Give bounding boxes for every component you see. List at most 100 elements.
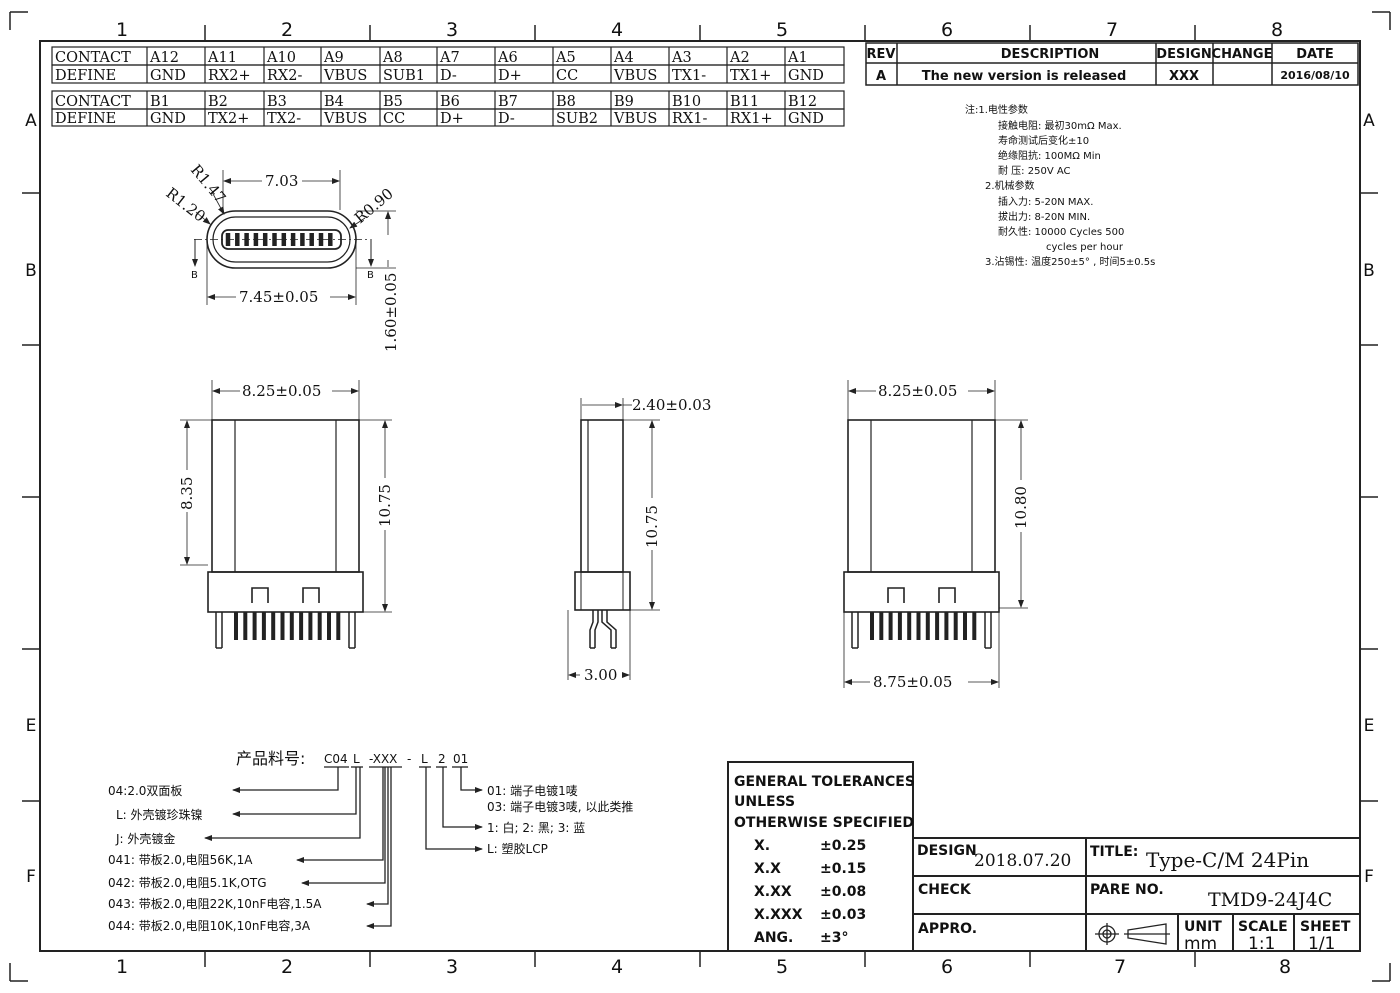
pin-table-cell: B9 bbox=[614, 94, 634, 110]
design-date: 2018.07.20 bbox=[974, 851, 1071, 871]
tol-value: ±0.15 bbox=[820, 861, 866, 877]
rev-cell: XXX bbox=[1169, 69, 1199, 84]
legend-left-item: 041: 带板2.0,电阻56K,1A bbox=[108, 853, 253, 867]
col-label-top: 6 bbox=[941, 19, 953, 41]
section-mark-right: B bbox=[367, 270, 374, 281]
pin-table-cell: D- bbox=[440, 68, 457, 84]
scale-label: SCALE bbox=[1238, 919, 1288, 935]
note-line: 拔出力: 8-20N MIN. bbox=[998, 210, 1090, 223]
rev-header: DESIGN bbox=[1156, 47, 1211, 62]
tol-value: ±0.25 bbox=[820, 838, 866, 854]
code-seg: L bbox=[353, 752, 360, 766]
dim-front-body: 8.35 bbox=[178, 477, 196, 510]
revision-table: REV DESCRIPTION DESIGN CHANGE DATE A The… bbox=[865, 42, 1359, 86]
pin-table-cell: D- bbox=[498, 111, 515, 127]
pin-table-cell: SUB2 bbox=[556, 111, 598, 127]
pin-table-row-head: CONTACT bbox=[55, 50, 131, 66]
design-label: DESIGN bbox=[917, 843, 977, 859]
note-line: 绝缘阻抗: 100MΩ Min bbox=[998, 149, 1101, 162]
rev-header: CHANGE bbox=[1212, 47, 1273, 62]
pin-table-cell: B5 bbox=[383, 94, 403, 110]
col-label-top: 2 bbox=[281, 19, 293, 41]
legend-left-item: 042: 带板2.0,电阻5.1K,OTG bbox=[108, 876, 267, 890]
pare-value: TMD9-24J4C bbox=[1208, 889, 1332, 911]
pin-table-cell: B11 bbox=[730, 94, 759, 110]
code-seg: C04 bbox=[324, 752, 348, 766]
dim-back-base: 8.75±0.05 bbox=[873, 673, 952, 691]
col-label-top: 8 bbox=[1271, 19, 1283, 41]
dim-outer-width: 7.45±0.05 bbox=[239, 288, 318, 306]
tol-value: ±0.08 bbox=[820, 884, 866, 900]
col-label-bottom: 4 bbox=[611, 956, 623, 978]
code-seg: - bbox=[407, 752, 411, 766]
pin-table-cell: D+ bbox=[498, 68, 522, 84]
note-line: 寿命测试后变化±10 bbox=[998, 134, 1089, 147]
pin-table-cell: A12 bbox=[149, 50, 179, 66]
legend-left-item: 043: 带板2.0,电阻22K,10nF电容,1.5A bbox=[108, 896, 322, 911]
rev-cell: The new version is released bbox=[922, 69, 1127, 84]
rev-header: DATE bbox=[1296, 47, 1334, 62]
appro-label: APPRO. bbox=[918, 921, 977, 937]
col-label-top: 1 bbox=[116, 19, 128, 41]
legend-left-item: J: 外壳镀金 bbox=[115, 831, 175, 846]
col-label-top: 3 bbox=[446, 19, 458, 41]
part-code-label: 产品料号: bbox=[236, 749, 305, 768]
pin-table-row-head: DEFINE bbox=[55, 111, 116, 127]
pin-table-cell: D+ bbox=[440, 111, 464, 127]
pin-table-cell: VBUS bbox=[323, 68, 367, 84]
legend-right-item: 1: 白; 2: 黑; 3: 蓝 bbox=[487, 820, 585, 835]
pin-table-cell: A8 bbox=[382, 50, 403, 66]
note-line: 注:1.电性参数 bbox=[965, 103, 1028, 116]
row-label-right: A bbox=[1363, 111, 1375, 131]
pin-table-cell: A2 bbox=[729, 50, 750, 66]
rev-header: REV bbox=[867, 47, 896, 62]
pin-table-row-head: DEFINE bbox=[55, 68, 116, 84]
tol-title: OTHERWISE SPECIFIED bbox=[734, 815, 914, 831]
legend-right-item: L: 塑胶LCP bbox=[487, 841, 548, 856]
col-label-bottom: 7 bbox=[1114, 956, 1126, 978]
pin-table-cell: A1 bbox=[787, 50, 808, 66]
pin-table-cell: GND bbox=[788, 68, 824, 84]
code-seg: 01 bbox=[453, 752, 468, 766]
row-label-right: E bbox=[1364, 716, 1375, 736]
legend-right-item: 03: 端子电镀3唛, 以此类推 bbox=[487, 800, 633, 814]
col-label-bottom: 8 bbox=[1279, 956, 1291, 978]
row-label-right: B bbox=[1363, 261, 1375, 281]
code-seg: 2 bbox=[438, 752, 446, 766]
end-view-labels: 7.03 7.45±0.05 R1.47 R1.20 R0.90 1.60±0.… bbox=[163, 161, 400, 352]
dim-side-height: 10.75 bbox=[643, 505, 661, 548]
rev-header: DESCRIPTION bbox=[1001, 47, 1100, 62]
col-label-top: 5 bbox=[776, 19, 788, 41]
col-label-bottom: 5 bbox=[776, 956, 788, 978]
pin-table-cell: TX1- bbox=[672, 68, 706, 84]
pin-table-cell: RX2- bbox=[267, 68, 302, 84]
title-block: DESIGN 2018.07.20 CHECK APPRO. TITLE: Ty… bbox=[913, 837, 1360, 954]
col-label-bottom: 3 bbox=[446, 956, 458, 978]
dim-r090: R0.90 bbox=[351, 185, 397, 228]
pin-table-cell: TX2- bbox=[267, 111, 301, 127]
pin-table-cell: RX2+ bbox=[208, 68, 251, 84]
rev-cell: 2016/08/10 bbox=[1280, 69, 1350, 82]
rev-cell: A bbox=[876, 69, 886, 84]
code-seg: -XXX bbox=[369, 752, 397, 766]
pin-table-cell: B6 bbox=[440, 94, 460, 110]
pin-table-cell: GND bbox=[150, 68, 186, 84]
legend-left-item: L: 外壳镀珍珠镍 bbox=[116, 808, 203, 822]
row-label-left: A bbox=[25, 111, 37, 131]
pin-table-cell: B12 bbox=[788, 94, 817, 110]
front-view-labels: 8.25±0.05 8.35 10.75 bbox=[178, 382, 394, 527]
front-view bbox=[180, 380, 392, 649]
col-label-bottom: 6 bbox=[941, 956, 953, 978]
pin-table-cell: A5 bbox=[555, 50, 576, 66]
col-label-top: 4 bbox=[611, 19, 623, 41]
pin-table-cell: VBUS bbox=[613, 68, 657, 84]
pin-table-cell: TX1+ bbox=[730, 68, 771, 84]
pin-table-cell: A4 bbox=[613, 50, 634, 66]
title-label: TITLE: bbox=[1090, 844, 1138, 860]
legend-left-item: 044: 带板2.0,电阻10K,10nF电容,3A bbox=[108, 918, 311, 933]
pin-table-cell: TX2+ bbox=[208, 111, 249, 127]
end-view bbox=[192, 170, 396, 305]
sheet-label: SHEET bbox=[1300, 919, 1351, 935]
unit-value: mm bbox=[1184, 934, 1217, 954]
